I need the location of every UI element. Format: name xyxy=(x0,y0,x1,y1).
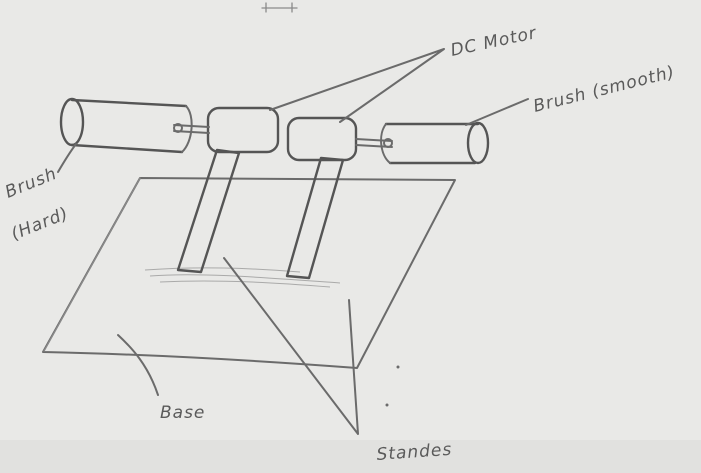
stray-mark-2 xyxy=(386,404,389,407)
label-base: Base xyxy=(160,403,205,423)
paper-shadow-bottom xyxy=(0,440,701,473)
stray-mark-1 xyxy=(397,366,400,369)
